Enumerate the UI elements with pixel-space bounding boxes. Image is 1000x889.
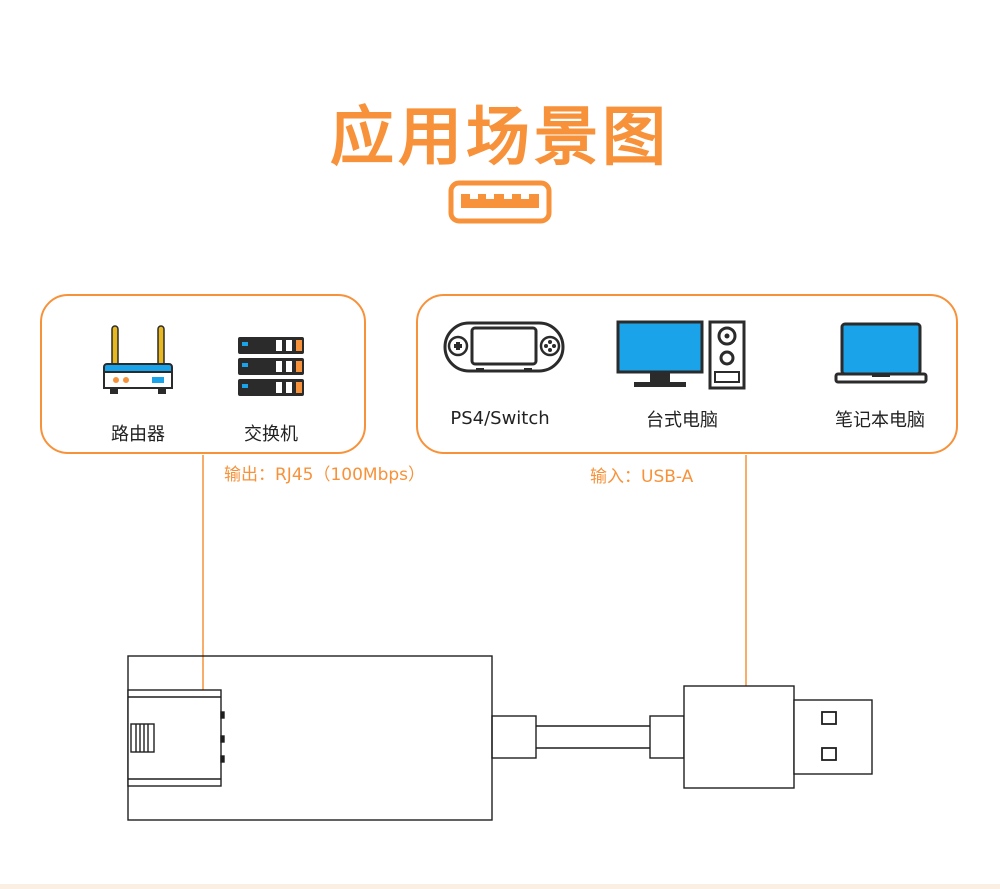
usb-cable xyxy=(491,715,685,759)
bottom-strip xyxy=(0,884,1000,889)
usb-port-icon xyxy=(448,180,552,224)
device-label-laptop: 笔记本电脑 xyxy=(835,410,925,431)
game-console-icon xyxy=(443,321,565,373)
page-title: 应用场景图 xyxy=(330,101,670,175)
device-label-switch: 交换机 xyxy=(244,424,298,445)
device-label-game-console: PS4/Switch xyxy=(450,408,550,429)
input-callout: 输入：USB-A xyxy=(590,467,694,487)
output-callout: 输出：RJ45（100Mbps） xyxy=(224,465,426,485)
adapter-body xyxy=(127,655,493,821)
device-label-desktop: 台式电脑 xyxy=(646,410,718,431)
device-label-router: 路由器 xyxy=(111,424,165,445)
usb-a-plug xyxy=(683,685,873,789)
output-devices-panel xyxy=(40,294,366,454)
switch-icon xyxy=(238,337,304,396)
laptop-icon xyxy=(834,322,928,384)
desktop-computer-icon xyxy=(616,320,746,390)
router-icon xyxy=(103,325,173,394)
